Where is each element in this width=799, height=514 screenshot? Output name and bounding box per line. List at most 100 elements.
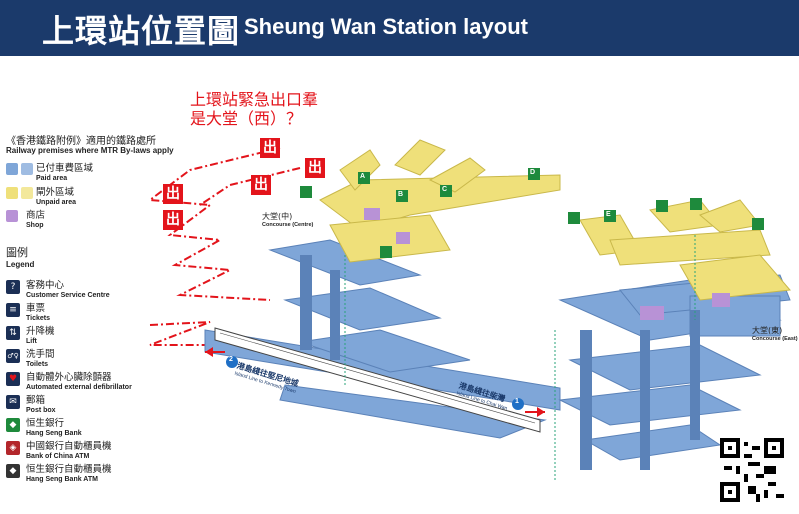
emergency-exit-label: 出 bbox=[305, 158, 325, 178]
boc-atm-icon: ◈ bbox=[6, 441, 20, 455]
arrow-right-icon bbox=[537, 407, 545, 417]
shop-en: Shop bbox=[26, 222, 44, 229]
legend-item-zh: 車票 bbox=[26, 303, 46, 314]
legend-item-en: Hang Seng Bank bbox=[26, 430, 82, 437]
shop-icon bbox=[6, 210, 18, 222]
exit-marker-icon bbox=[358, 172, 370, 184]
lift-shafts bbox=[344, 235, 696, 480]
legend-item-en: Automated external defibrillator bbox=[26, 384, 132, 391]
defibrillator-icon: ♥ bbox=[6, 372, 20, 386]
exit-marker-icon bbox=[380, 246, 392, 258]
emergency-exit-routes bbox=[147, 147, 301, 346]
legend-item-zh: 郵箱 bbox=[26, 395, 46, 406]
exit-letter: E bbox=[606, 211, 611, 218]
concourse-centre-label: 大堂(中) Concourse (Centre) bbox=[262, 212, 313, 230]
post-box-icon: ✉ bbox=[6, 395, 20, 409]
paid-swatch bbox=[6, 163, 18, 175]
emergency-exit-label: 出 bbox=[163, 184, 183, 204]
legend-item-zh: 升降機 bbox=[26, 326, 55, 337]
exit-marker-icon bbox=[568, 212, 580, 224]
lift-icon: ⇅ bbox=[6, 326, 20, 340]
legend-item-zh: 恒生銀行 bbox=[26, 418, 65, 429]
exit-letter: B bbox=[398, 191, 404, 198]
unpaid-swatch bbox=[6, 187, 18, 199]
legend-item-en: Bank of China ATM bbox=[26, 453, 90, 460]
hang-seng-atm-icon: ◆ bbox=[6, 464, 20, 478]
customer-service-icon: ? bbox=[6, 280, 20, 294]
legend-title-zh: 圖例 bbox=[6, 246, 28, 259]
unpaid-zh: 閘外區域 bbox=[36, 187, 75, 198]
concourse-east-zh: 大堂(東) bbox=[752, 326, 783, 335]
legend-item-en: Hang Seng Bank ATM bbox=[26, 476, 98, 483]
exit-letter: D bbox=[530, 169, 536, 176]
legend-item-zh: 恒生銀行自動櫃員機 bbox=[26, 464, 112, 475]
title-en: Sheung Wan Station layout bbox=[244, 14, 528, 39]
premises-zh: 《香港鐵路附例》適用的鐵路處所 bbox=[6, 136, 156, 147]
emergency-exit-label: 出 bbox=[260, 138, 280, 158]
shop-blocks bbox=[364, 208, 730, 320]
legend-title-en: Legend bbox=[6, 260, 35, 269]
exit-marker-icon bbox=[690, 198, 702, 210]
header-bar: 上環站位置圖 Sheung Wan Station layout bbox=[0, 0, 799, 56]
unpaid-en: Unpaid area bbox=[36, 199, 77, 206]
hang-seng-bank-icon: ◆ bbox=[6, 418, 20, 432]
exit-letter: A bbox=[360, 173, 366, 180]
structure-pillars bbox=[300, 255, 700, 470]
legend-item-en: Toilets bbox=[26, 361, 49, 368]
paid-swatch-2 bbox=[21, 163, 33, 175]
premises-en: Railway premises where MTR By-laws apply bbox=[6, 146, 174, 155]
exit-marker-icon bbox=[604, 210, 616, 222]
exit-markers bbox=[300, 168, 764, 258]
exit-marker-icon bbox=[440, 185, 452, 197]
concourse-centre-zh: 大堂(中) bbox=[262, 212, 293, 221]
shop-zh: 商店 bbox=[26, 210, 46, 221]
train bbox=[214, 327, 541, 433]
unpaid-area-structures bbox=[319, 139, 791, 301]
exit-letter: C bbox=[442, 186, 448, 193]
unpaid-swatch-2 bbox=[21, 187, 33, 199]
platform-1-number: 1 bbox=[515, 398, 519, 405]
title-zh: 上環站位置圖 bbox=[42, 12, 241, 50]
toilet-icon: ♂♀ bbox=[6, 349, 20, 363]
exit-marker-icon bbox=[752, 218, 764, 230]
legend-item-zh: 洗手間 bbox=[26, 349, 55, 360]
platform-2-number: 2 bbox=[229, 356, 233, 363]
question-line-1: 上環站緊急出口羣 bbox=[190, 90, 319, 109]
exit-marker-icon bbox=[396, 190, 408, 202]
legend-item-en: Lift bbox=[26, 338, 37, 345]
train-windows bbox=[219, 332, 536, 424]
platform-arrows bbox=[205, 347, 545, 417]
paid-zh: 已付車費區域 bbox=[36, 163, 94, 174]
exit-marker-icon bbox=[528, 168, 540, 180]
platform-2-badge bbox=[226, 356, 238, 368]
paid-en: Paid area bbox=[36, 175, 68, 182]
emergency-exit-label: 出 bbox=[251, 175, 271, 195]
emergency-exit-label: 出 bbox=[163, 210, 183, 230]
exit-marker-icon bbox=[656, 200, 668, 212]
legend-item-zh: 中國銀行自動櫃員機 bbox=[26, 441, 112, 452]
platform-1-badge bbox=[512, 398, 524, 410]
exit-marker-icon bbox=[300, 186, 312, 198]
legend-item-en: Tickets bbox=[26, 315, 50, 322]
concourse-east-label: 大堂(東) Concourse (East) bbox=[752, 326, 798, 344]
arrow-left-icon bbox=[205, 347, 213, 357]
legend-item-en: Post box bbox=[26, 407, 56, 414]
concourse-centre-en: Concourse (Centre) bbox=[262, 222, 314, 228]
legend-item-en: Customer Service Centre bbox=[26, 292, 110, 299]
question-line-2: 是大堂（西）？ bbox=[190, 109, 303, 128]
legend-item-zh: 自動體外心臟除顫器 bbox=[26, 372, 112, 383]
qr-code[interactable] bbox=[720, 438, 784, 502]
